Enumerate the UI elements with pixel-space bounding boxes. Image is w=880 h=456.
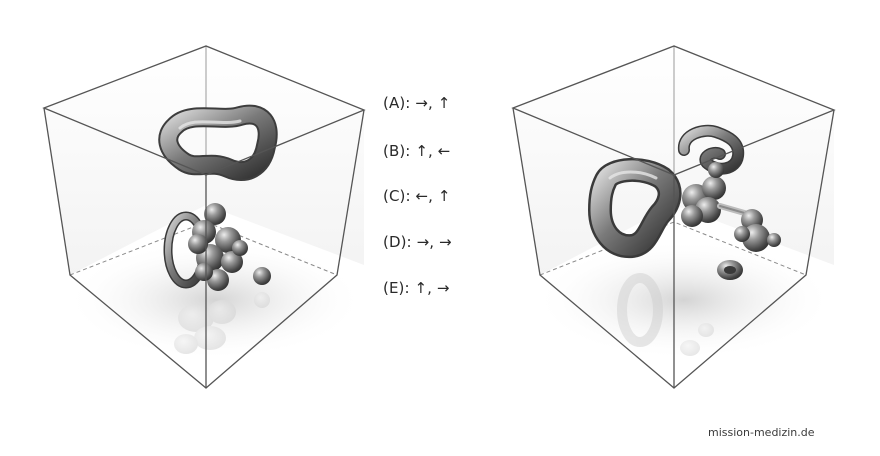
right-floor-disc	[717, 260, 743, 280]
answer-option-b: (B): ↑, ←	[383, 142, 451, 160]
right-cube-floor-shadow	[534, 240, 834, 360]
answer-option-c: (C): ←, ↑	[383, 187, 451, 205]
left-upper-ring	[158, 104, 278, 181]
left-cube	[42, 45, 366, 389]
right-central-cluster	[681, 162, 781, 252]
right-large-ring	[588, 157, 682, 259]
answer-option-a: (A): →, ↑	[383, 94, 451, 112]
right-upper-ring	[678, 124, 745, 175]
right-cube-hidden-edges	[539, 221, 807, 276]
left-cube-hidden-edges	[69, 221, 338, 276]
answer-option-e: (E): ↑, →	[383, 279, 450, 297]
left-lower-cluster	[163, 203, 271, 291]
right-object-reflection	[617, 273, 714, 356]
answer-option-d: (D): →, →	[383, 233, 452, 251]
left-object-reflection	[174, 292, 270, 354]
left-cube-floor-shadow	[65, 240, 365, 360]
right-cube	[511, 45, 836, 389]
source-credit: mission-medizin.de	[708, 426, 815, 439]
